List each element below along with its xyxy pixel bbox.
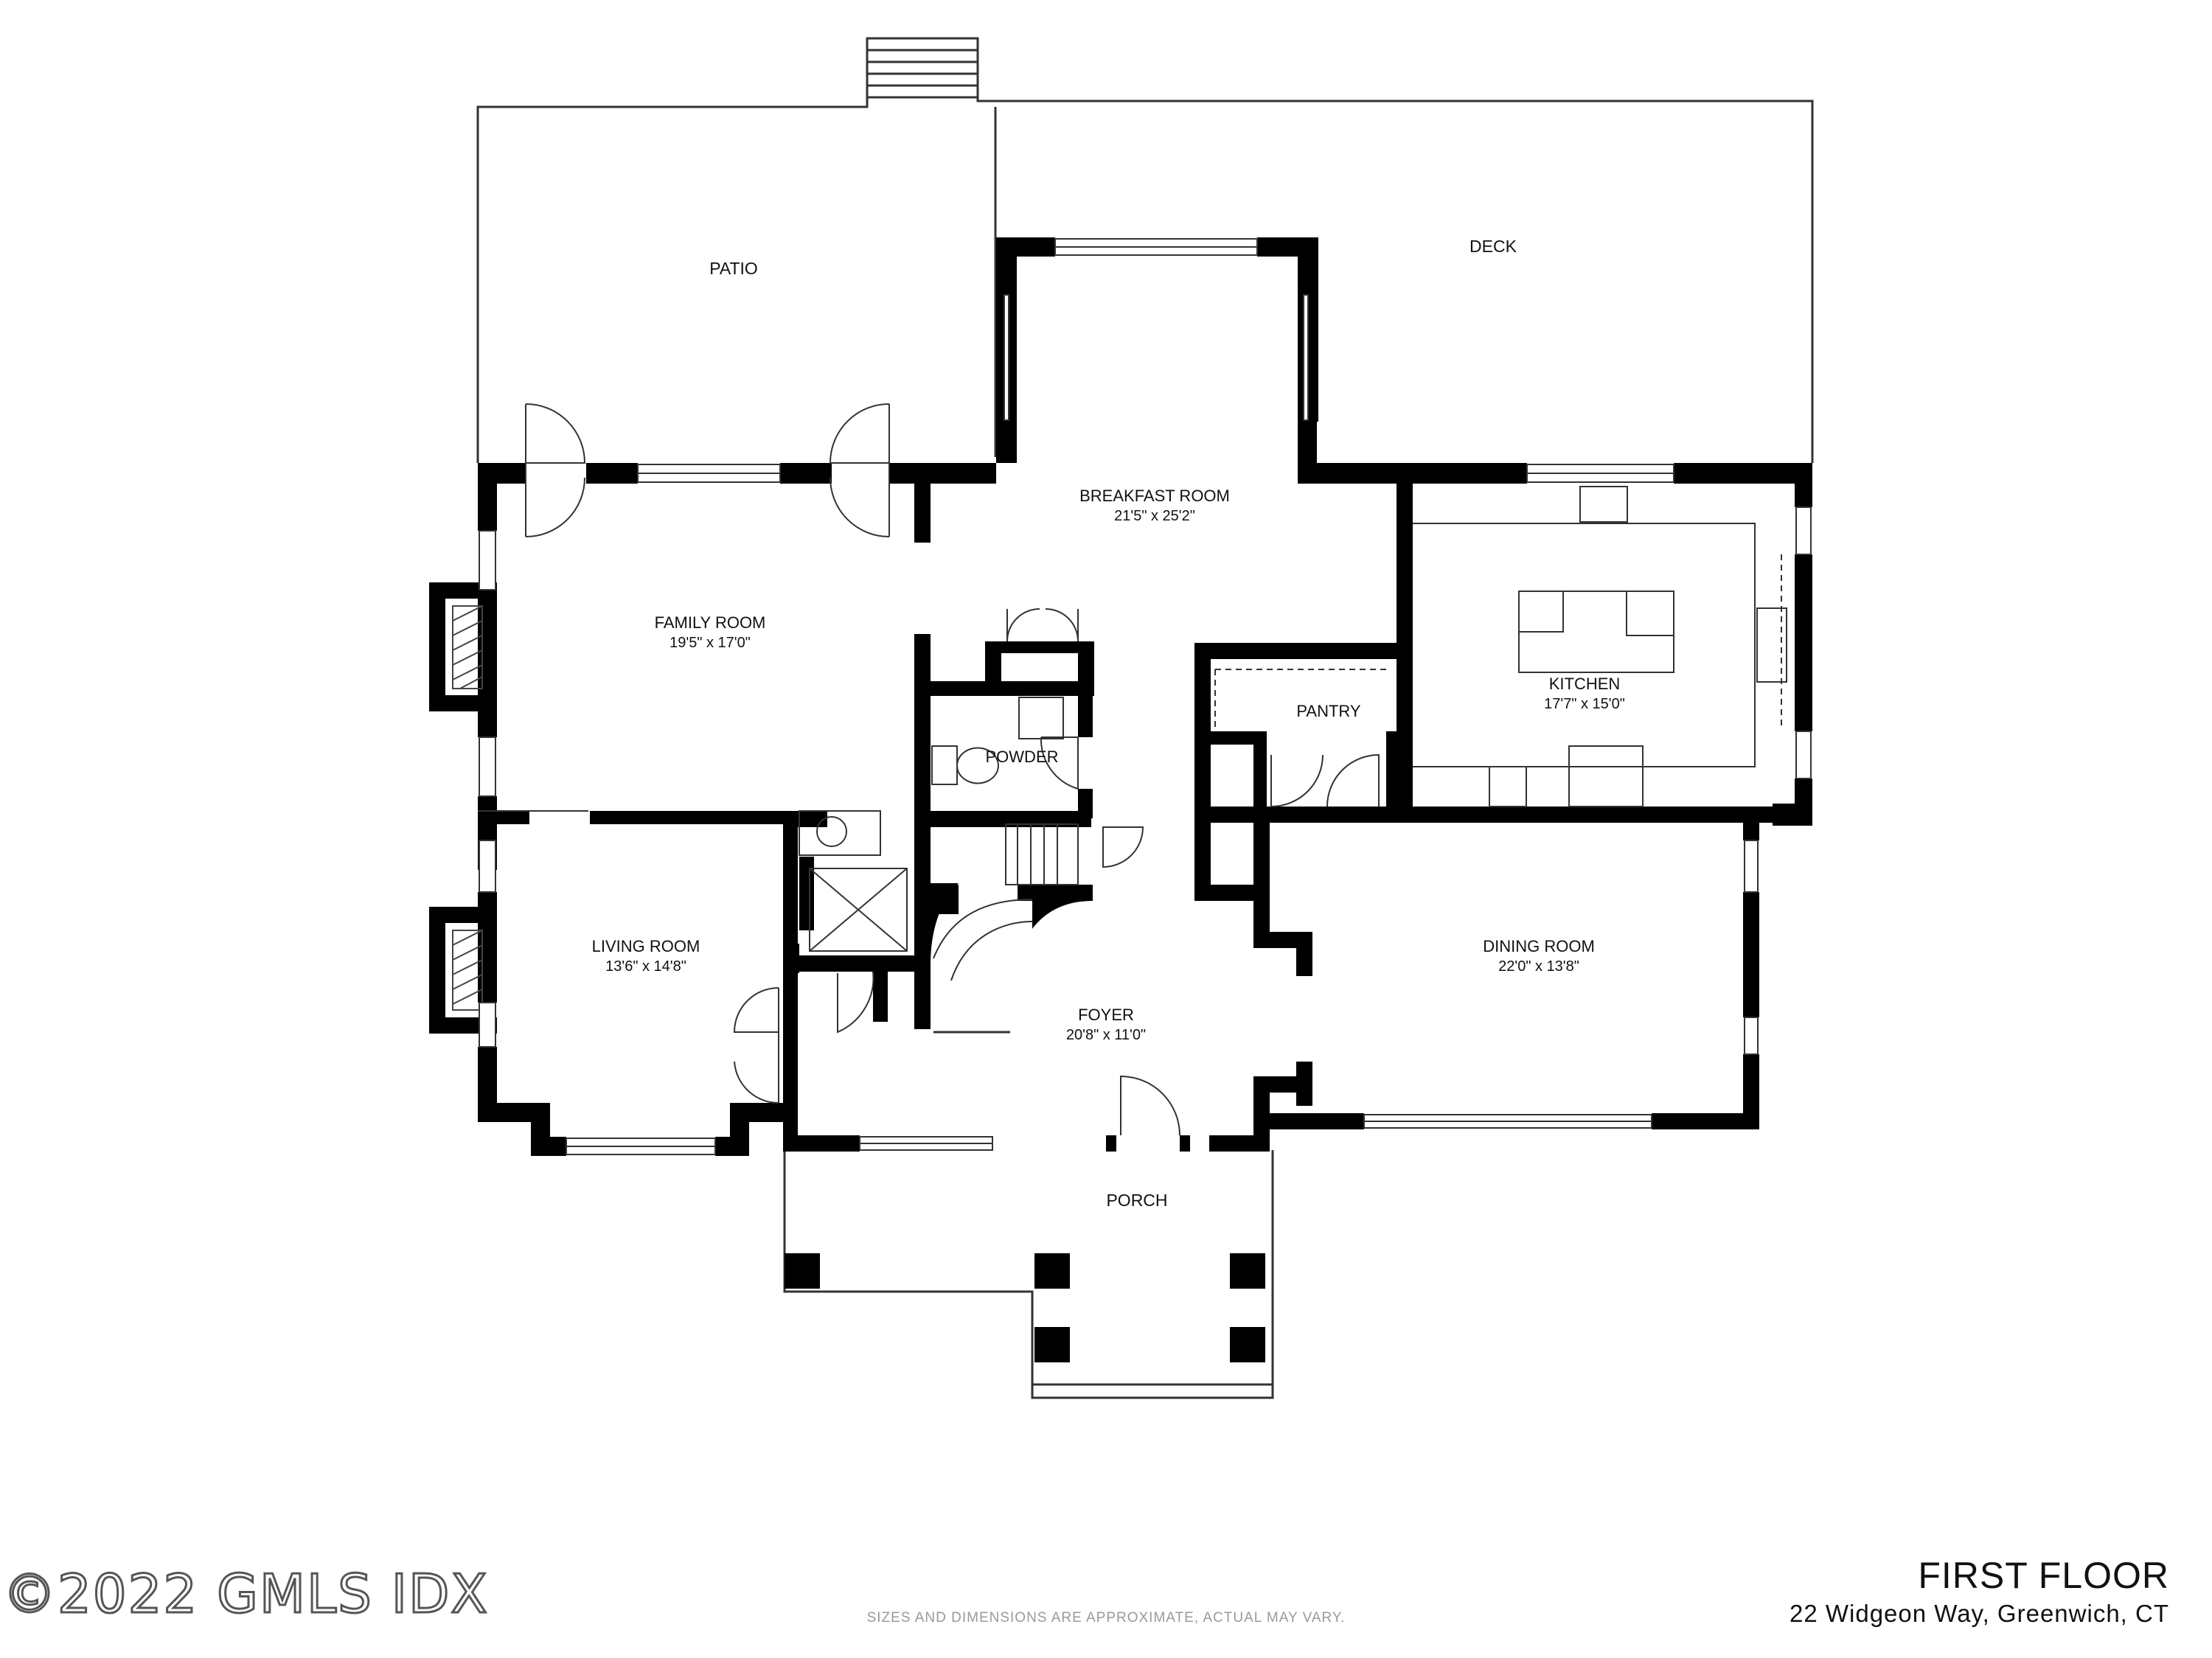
living-room-dims: 13'6" x 14'8" xyxy=(605,958,686,975)
deck-label: DECK xyxy=(1470,237,1517,256)
windows xyxy=(479,238,1812,1155)
disclaimer: SIZES AND DIMENSIONS ARE APPROXIMATE, AC… xyxy=(866,1610,1346,1626)
living-room-label: LIVING ROOM xyxy=(592,937,700,955)
fireplace-hatching xyxy=(452,605,483,1011)
patio-outline xyxy=(476,96,1814,463)
patio-label: PATIO xyxy=(709,259,758,278)
pantry-label: PANTRY xyxy=(1296,702,1361,720)
powder-fixtures xyxy=(799,697,1079,1034)
dining-room-dims: 22'0" x 13'8" xyxy=(1498,958,1579,975)
skylight xyxy=(809,868,908,952)
dining-room-label: DINING ROOM xyxy=(1483,937,1595,955)
family-room-label: FAMILY ROOM xyxy=(655,613,766,632)
breakfast-room-label: BREAKFAST ROOM xyxy=(1079,487,1230,505)
porch-columns xyxy=(785,1253,1265,1362)
watermark: ©2022 GMLS IDX xyxy=(2,1562,489,1626)
porch-label: PORCH xyxy=(1106,1191,1167,1210)
patio-steps xyxy=(866,37,979,99)
floor-title: FIRST FLOOR xyxy=(1918,1555,2169,1596)
doors xyxy=(478,403,1380,1136)
stair-wall xyxy=(914,883,959,1029)
family-room-dims: 19'5" x 17'0" xyxy=(669,635,751,651)
outdoor-outlines xyxy=(476,37,1814,1399)
address: 22 Widgeon Way, Greenwich, CT xyxy=(1789,1600,2169,1627)
kitchen-dims: 17'7" x 15'0" xyxy=(1544,696,1625,712)
kitchen-label: KITCHEN xyxy=(1549,675,1621,693)
breakfast-room-dims: 21'5" x 25'2" xyxy=(1114,508,1195,524)
kitchen-fixtures xyxy=(1214,486,1787,807)
room-labels: PATIO DECK BREAKFAST ROOM 21'5" x 25'2" … xyxy=(592,237,1625,1210)
foyer-label: FOYER xyxy=(1078,1006,1134,1024)
powder-label: POWDER xyxy=(986,748,1059,766)
foyer-dims: 20'8" x 11'0" xyxy=(1066,1027,1146,1043)
porch-outline xyxy=(783,1150,1274,1399)
